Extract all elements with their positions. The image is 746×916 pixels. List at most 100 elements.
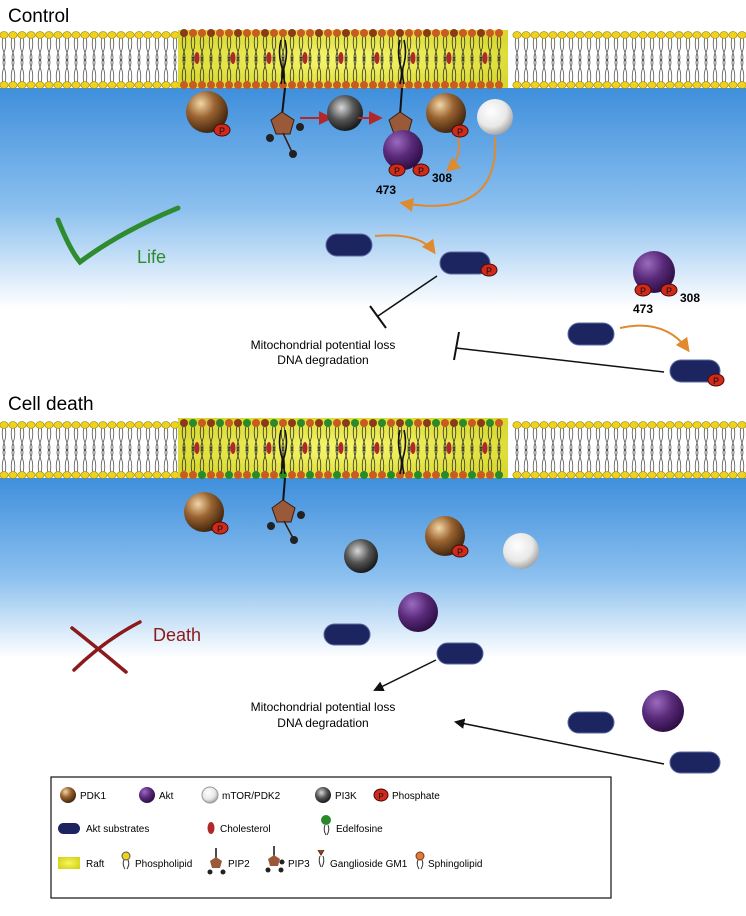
life-checkmark-icon — [55, 205, 181, 266]
legend-label-pi3k: PI3K — [335, 791, 357, 802]
legend-label-cholesterol: Cholesterol — [220, 824, 271, 835]
pdk1-protein — [186, 91, 228, 133]
akt-substrate — [436, 642, 484, 665]
akt-icon — [139, 787, 155, 803]
phosphate-icon: P — [451, 124, 469, 138]
akt-protein-cytosolic — [633, 251, 675, 293]
akt-protein — [383, 130, 423, 170]
akt-protein-inactive — [398, 592, 438, 632]
pi3k-protein — [344, 539, 378, 573]
site-473-label: 473 — [376, 183, 396, 197]
phosphorylation-arrow-473 — [399, 136, 497, 212]
akt-protein-inactive — [642, 690, 684, 732]
phosphorylation-arrow-308 — [445, 137, 462, 172]
legend: PDK1 Akt mTOR/PDK2 PI3K P Phosphate Akt … — [50, 776, 612, 899]
svg-text:P: P — [713, 376, 719, 386]
legend-label-sphingolipid: Sphingolipid — [428, 859, 483, 870]
pip3-lipid — [266, 87, 304, 158]
pdk1-icon — [60, 787, 76, 803]
pip3-icon — [265, 846, 285, 873]
raft-lipids — [180, 419, 503, 479]
inhibition-line — [453, 331, 665, 373]
legend-label-phospholipid: Phospholipid — [135, 859, 192, 870]
site-473-label: 473 — [633, 302, 653, 316]
legend-label-pip3: PIP3 — [288, 859, 310, 870]
substrate-phosphorylation-arrow — [619, 324, 690, 353]
caption-line-1: Mitochondrial potential loss — [251, 338, 396, 352]
inhibition-line — [369, 275, 438, 329]
legend-label-phosphate: Phosphate — [392, 791, 440, 802]
phosphate-icon: P — [707, 373, 725, 387]
svg-text:P: P — [394, 166, 400, 176]
legend-label-raft: Raft — [86, 859, 105, 870]
legend-label-akt-substrates: Akt substrates — [86, 824, 149, 835]
legend-label-mtor-pdk2: mTOR/PDK2 — [222, 791, 281, 802]
edelfosine-icon — [321, 815, 331, 836]
phosphate-icon: P — [373, 788, 389, 802]
cell-death-panel: Cell death P P Death Mitochondrial poten… — [0, 394, 746, 774]
pdk1-protein — [426, 93, 466, 133]
svg-text:P: P — [486, 266, 492, 276]
svg-text:P: P — [457, 127, 463, 137]
svg-text:P: P — [640, 286, 646, 296]
ganglioside-gm1-icon — [317, 849, 325, 868]
phosphate-icon: P — [451, 544, 469, 558]
legend-box — [50, 776, 612, 899]
death-cross-icon — [70, 620, 142, 674]
legend-label-pip2: PIP2 — [228, 859, 250, 870]
akt-substrate — [669, 751, 721, 774]
akt-substrate — [567, 711, 615, 734]
akt-substrate-phosphorylated — [439, 251, 491, 275]
legend-label-pdk1: PDK1 — [80, 791, 107, 802]
panel-title-cell-death: Cell death — [8, 394, 94, 415]
phosphate-icon: P — [211, 521, 229, 535]
akt-substrate-icon — [58, 823, 80, 834]
caption-line-2: DNA degradation — [277, 716, 368, 730]
phosphate-icon: P — [480, 263, 498, 277]
raft-icon — [58, 857, 80, 869]
phosphate-icon: P — [634, 283, 652, 297]
akt-substrate — [325, 233, 373, 257]
legend-label-ganglioside-gm1: Ganglioside GM1 — [330, 859, 408, 870]
raft-lipids — [180, 29, 503, 89]
svg-text:P: P — [219, 126, 225, 136]
caption-line-2: DNA degradation — [277, 353, 368, 367]
svg-text:P: P — [666, 286, 672, 296]
caption-line-1: Mitochondrial potential loss — [251, 700, 396, 714]
site-308-label: 308 — [432, 171, 452, 185]
pip3-lipid-akt-bound — [388, 87, 413, 135]
phosphate-icon: P — [660, 283, 678, 297]
pi3k-protein — [327, 95, 363, 131]
akt-substrate — [323, 623, 371, 646]
svg-text:P: P — [217, 524, 223, 534]
legend-label-akt: Akt — [159, 791, 174, 802]
svg-text:P: P — [378, 792, 383, 801]
pip2-icon — [207, 848, 226, 875]
sphingolipid-icon — [415, 851, 425, 870]
pdk1-protein — [184, 492, 224, 532]
phosphate-icon: P — [412, 163, 430, 177]
pi3k-icon — [315, 787, 331, 803]
akt-substrate-phosphorylated — [669, 359, 721, 383]
substrate-phosphorylation-arrow — [374, 234, 436, 255]
mtor-pdk2-protein — [477, 99, 513, 135]
svg-text:P: P — [418, 166, 424, 176]
activation-arrow — [453, 718, 665, 765]
mtor-pdk2-protein — [503, 533, 539, 569]
akt-substrate — [567, 322, 615, 346]
panel-title-control: Control — [8, 6, 69, 27]
plasma-membrane — [0, 31, 746, 89]
death-label: Death — [153, 625, 201, 645]
svg-text:P: P — [457, 547, 463, 557]
pip3-lipid — [267, 477, 305, 544]
plasma-membrane — [0, 421, 746, 479]
phosphate-icon: P — [388, 163, 406, 177]
phospholipid-icon — [121, 851, 131, 870]
activation-arrow — [373, 659, 437, 692]
cholesterol-icon — [207, 822, 215, 834]
site-308-label: 308 — [680, 291, 700, 305]
legend-label-edelfosine: Edelfosine — [336, 824, 383, 835]
mtor-pdk2-icon — [201, 786, 219, 804]
phosphate-icon: P — [213, 123, 231, 137]
